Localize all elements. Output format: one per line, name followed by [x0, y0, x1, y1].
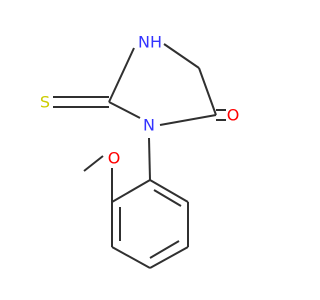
s-label: S: [40, 93, 50, 112]
methoxy-o-label: O: [108, 149, 121, 168]
n3-label: N: [143, 116, 155, 135]
bond-c2-n1: [108, 47, 135, 103]
bond-n3-c2: [108, 101, 141, 119]
bond-ar-inner-2: [149, 240, 180, 259]
carbonyl-o-label: O: [227, 106, 240, 125]
bond-n3-aryl: [148, 137, 151, 181]
bond-c5-c4: [198, 67, 217, 116]
molecule-structure: NH N S O O: [40, 33, 240, 269]
bond-o-ch3: [83, 155, 104, 172]
molecule-canvas: NH N S O O: [39, 32, 240, 269]
bond-ar-inner-1: [153, 189, 182, 207]
bond-n1-c5: [163, 43, 200, 69]
bond-ar4-ar5: [111, 246, 151, 269]
bond-ar6-ar1: [111, 179, 151, 203]
nh-label: NH: [138, 33, 162, 52]
bond-ar3-ar4: [149, 246, 189, 269]
bond-c4-n3: [159, 114, 217, 126]
bond-ar1-ar2: [149, 179, 189, 203]
